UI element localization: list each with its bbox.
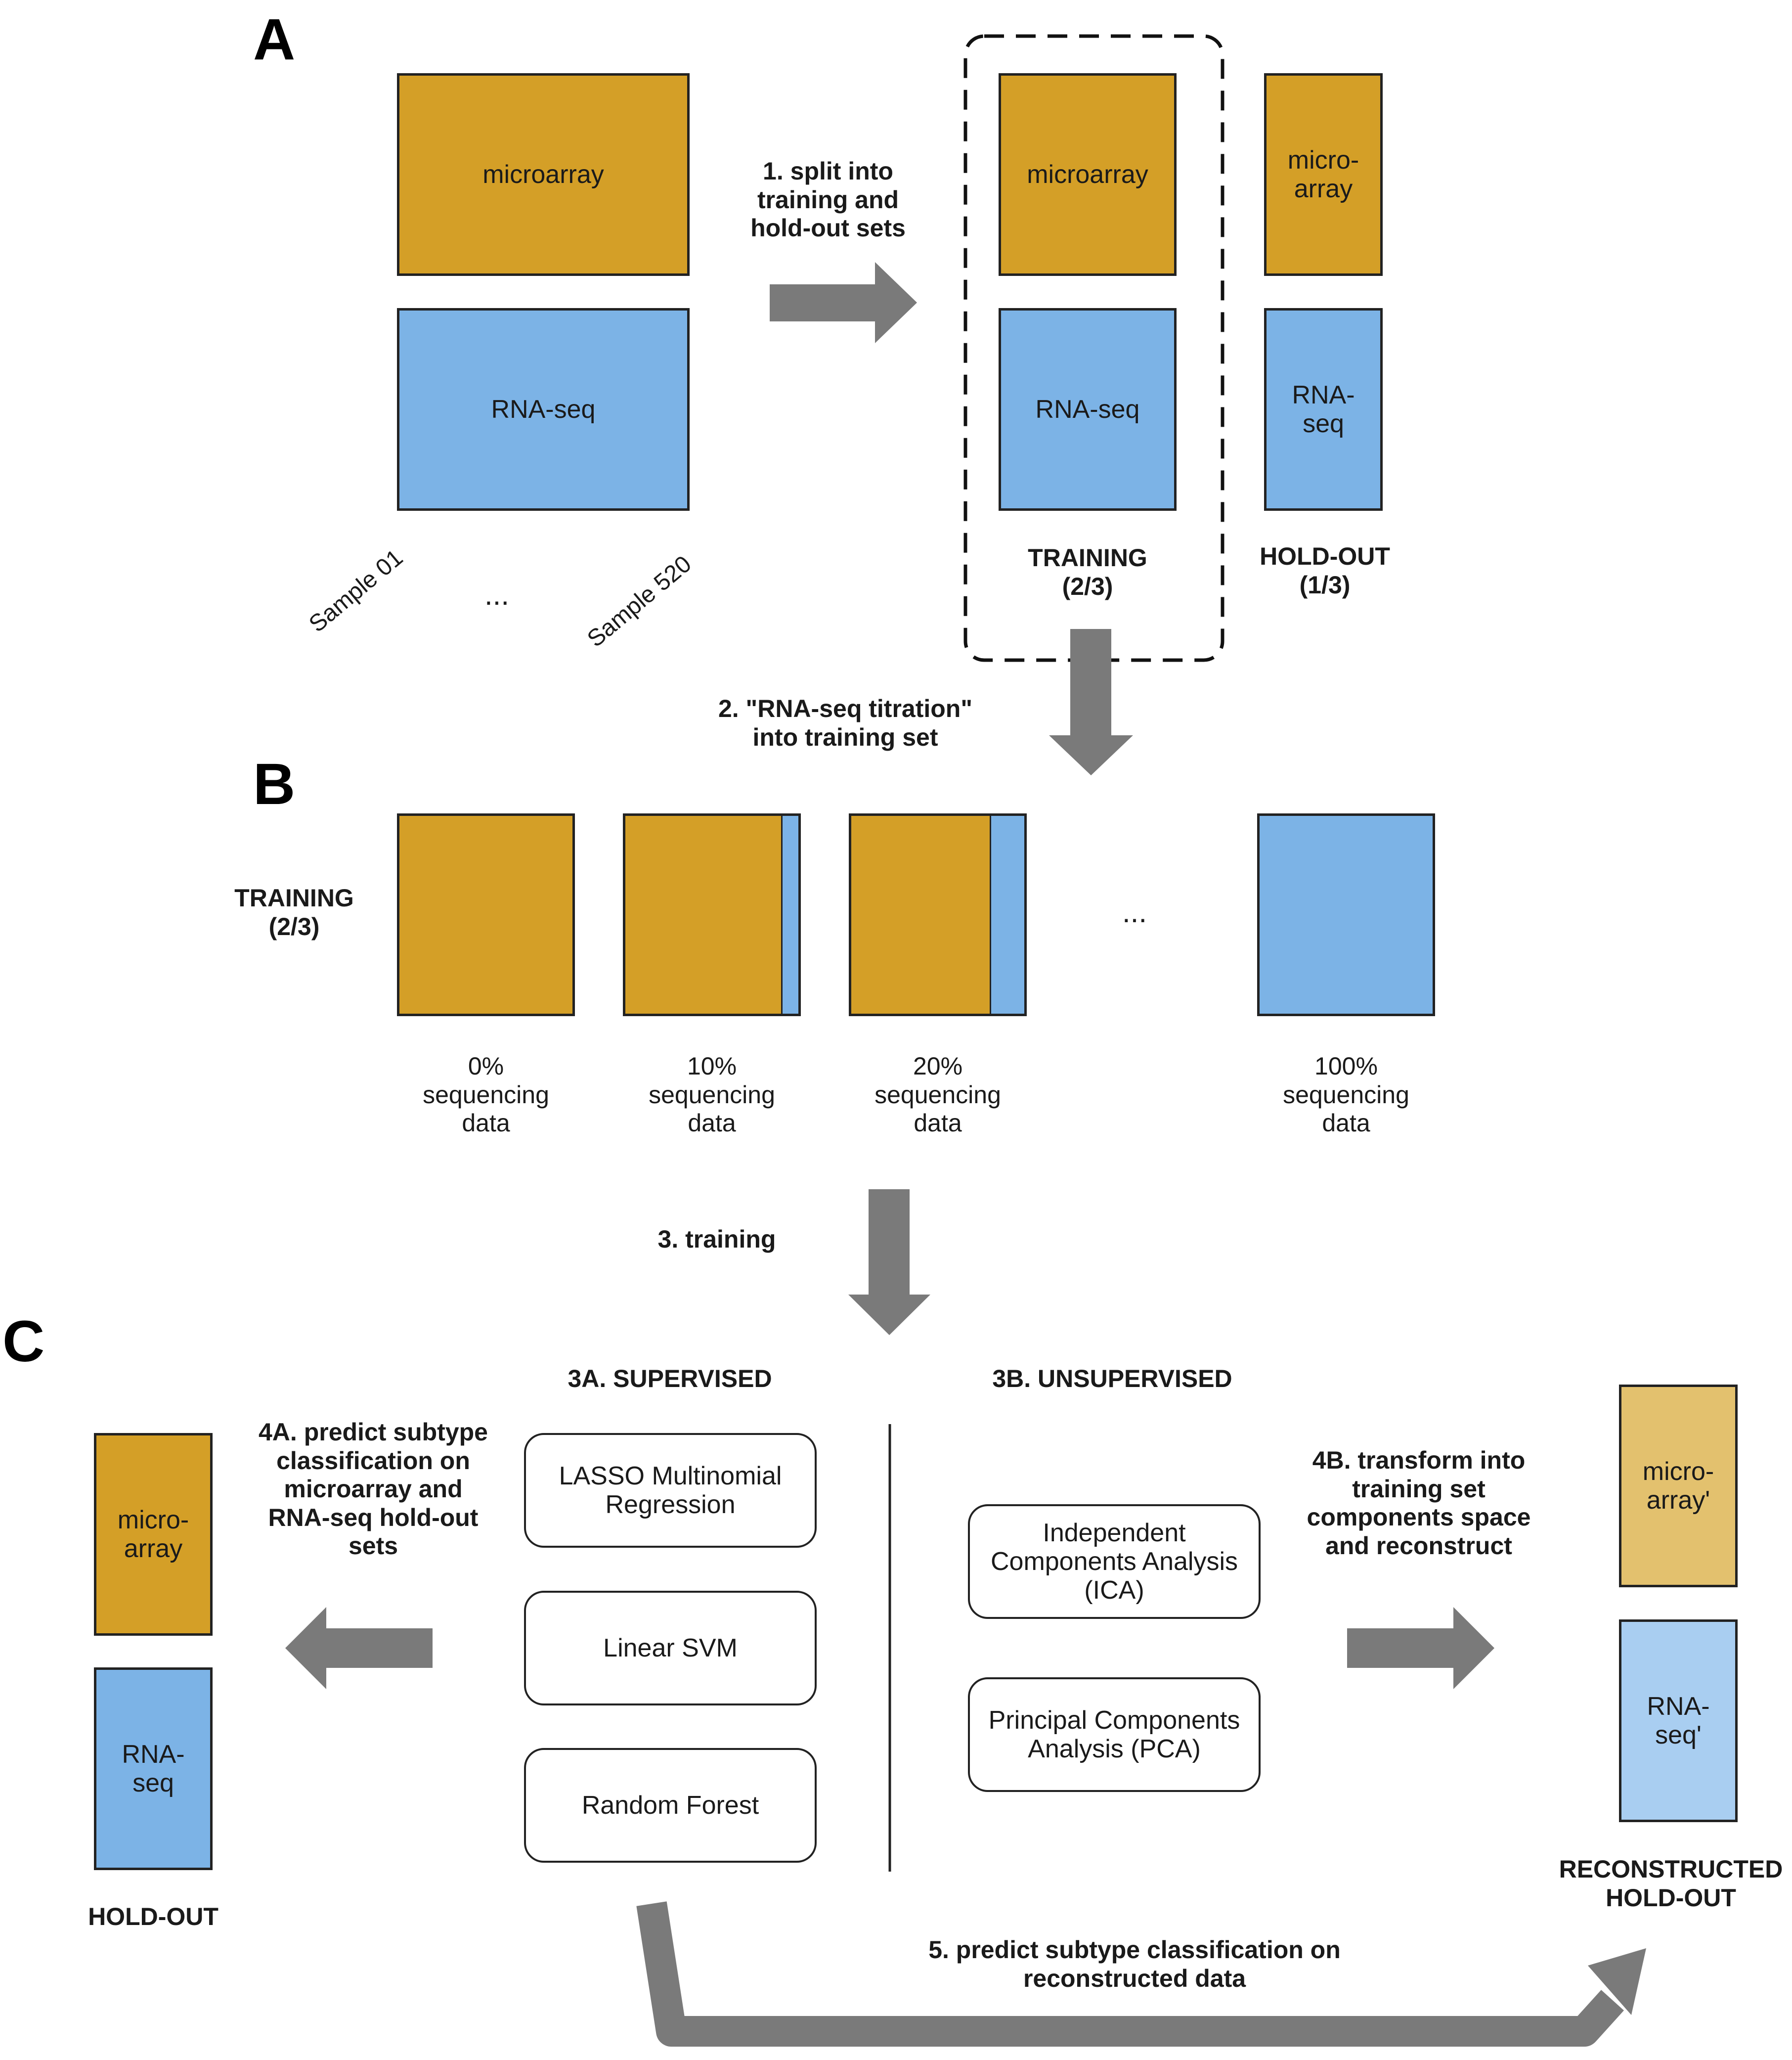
full-rnaseq-label: RNA-seq bbox=[491, 395, 596, 424]
training-rnaseq-label: RNA-seq bbox=[1035, 395, 1140, 424]
titration-label-20: 20% sequencing data bbox=[874, 1052, 1001, 1137]
titration-block-20 bbox=[849, 813, 1027, 1016]
step5-label: 5. predict subtype classification on rec… bbox=[928, 1936, 1341, 1992]
reconstructed-microarray-label: micro- array' bbox=[1642, 1457, 1714, 1515]
step3-label: 3. training bbox=[657, 1225, 776, 1253]
titration-label-0: 0% sequencing data bbox=[423, 1052, 549, 1137]
titration-ellipsis: ... bbox=[1122, 896, 1147, 929]
titration-row-label: TRAINING (2/3) bbox=[234, 884, 354, 940]
titration-block-10 bbox=[623, 813, 801, 1016]
unsupervised-title: 3B. UNSUPERVISED bbox=[992, 1365, 1232, 1392]
predict-holdout-arrow bbox=[285, 1607, 433, 1689]
titration-block-100 bbox=[1257, 813, 1435, 1016]
titration-arrow bbox=[1049, 629, 1133, 775]
reconstructed-predict-arrow-shaft bbox=[636, 1901, 1624, 2047]
training-group-outline bbox=[963, 34, 1224, 662]
training-label: TRAINING (2/3) bbox=[1028, 544, 1147, 600]
supervised-title: 3A. SUPERVISED bbox=[568, 1365, 772, 1392]
pca-method-label: Principal Components Analysis (PCA) bbox=[988, 1705, 1240, 1763]
training-microarray-block: microarray bbox=[999, 73, 1177, 276]
random-forest-method-label: Random Forest bbox=[581, 1791, 759, 1820]
titration-label-10: 10% sequencing data bbox=[649, 1052, 775, 1137]
full-microarray-block: microarray bbox=[397, 73, 690, 276]
holdout-microarray-label: micro- array bbox=[1287, 145, 1359, 203]
reconstruct-arrow bbox=[1347, 1607, 1494, 1689]
split-arrow bbox=[770, 262, 917, 343]
c-holdout-rnaseq-label: RNA- seq bbox=[122, 1740, 185, 1797]
svm-method-box: Linear SVM bbox=[524, 1591, 817, 1705]
holdout-rnaseq-block: RNA- seq bbox=[1264, 308, 1383, 511]
full-rnaseq-block: RNA-seq bbox=[397, 308, 690, 511]
holdout-label: HOLD-OUT (1/3) bbox=[1260, 542, 1390, 599]
random-forest-method-box: Random Forest bbox=[524, 1748, 817, 1863]
lasso-method-box: LASSO Multinomial Regression bbox=[524, 1433, 817, 1548]
rnaseq-fill-20 bbox=[990, 816, 1024, 1014]
training-microarray-label: microarray bbox=[1027, 160, 1148, 189]
rnaseq-fill-100 bbox=[1260, 816, 1433, 1014]
panel-letter-a: A bbox=[253, 7, 296, 72]
lasso-method-label: LASSO Multinomial Regression bbox=[559, 1461, 782, 1519]
reconstructed-microarray-block: micro- array' bbox=[1619, 1385, 1738, 1587]
holdout-microarray-block: micro- array bbox=[1264, 73, 1383, 276]
training-arrow bbox=[848, 1189, 930, 1335]
reconstructed-rnaseq-label: RNA- seq' bbox=[1647, 1692, 1710, 1749]
reconstructed-holdout-label: RECONSTRUCTED HOLD-OUT bbox=[1559, 1855, 1783, 1912]
training-rnaseq-block: RNA-seq bbox=[999, 308, 1177, 511]
holdout-rnaseq-label: RNA- seq bbox=[1292, 380, 1355, 438]
c-holdout-label: HOLD-OUT bbox=[88, 1903, 219, 1930]
titration-label-100: 100% sequencing data bbox=[1283, 1052, 1409, 1137]
step4a-label: 4A. predict subtype classification on mi… bbox=[259, 1418, 488, 1560]
step4b-label: 4B. transform into training set componen… bbox=[1307, 1446, 1531, 1560]
panel-letter-c: C bbox=[2, 1309, 45, 1374]
panel-letter-b: B bbox=[253, 752, 296, 817]
pca-method-box: Principal Components Analysis (PCA) bbox=[968, 1677, 1261, 1792]
titration-block-0 bbox=[397, 813, 575, 1016]
c-holdout-microarray-block: micro- array bbox=[94, 1433, 213, 1636]
ica-method-label: Independent Components Analysis (ICA) bbox=[990, 1518, 1238, 1605]
c-holdout-rnaseq-block: RNA- seq bbox=[94, 1667, 213, 1870]
full-microarray-label: microarray bbox=[482, 160, 604, 189]
rnaseq-fill-10 bbox=[781, 816, 798, 1014]
reconstructed-rnaseq-block: RNA- seq' bbox=[1619, 1619, 1738, 1822]
c-holdout-microarray-label: micro- array bbox=[117, 1505, 189, 1563]
reconstructed-predict-arrowhead bbox=[1588, 1948, 1646, 2015]
svm-method-label: Linear SVM bbox=[603, 1633, 738, 1662]
step2-label: 2. "RNA-seq titration" into training set bbox=[718, 695, 973, 751]
sample-ellipsis: ... bbox=[484, 578, 509, 611]
step1-label: 1. split into training and hold-out sets bbox=[750, 157, 906, 242]
ica-method-box: Independent Components Analysis (ICA) bbox=[968, 1504, 1261, 1619]
